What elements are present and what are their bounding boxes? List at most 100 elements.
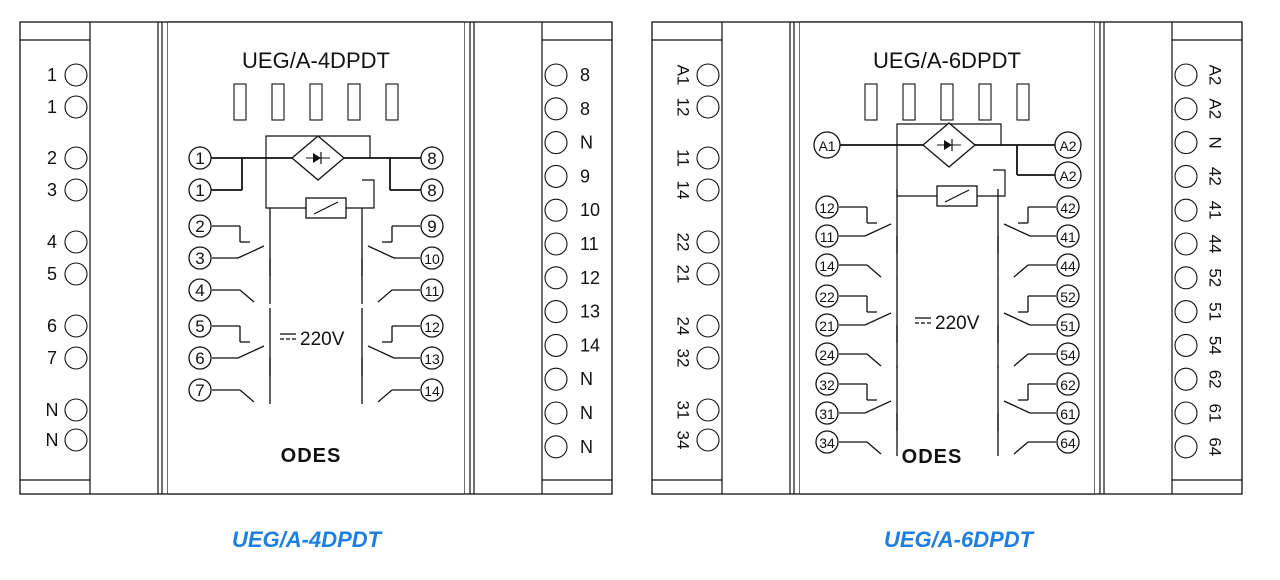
- center-panel: [800, 22, 1094, 494]
- relay-4dpdt-diagram: 11234567NN88N91011121314NNNUEG/A-4DPDT11…: [19, 21, 613, 495]
- pin-label: 8: [427, 149, 436, 168]
- coil-frame: [265, 158, 375, 209]
- pin-label: 32: [819, 377, 835, 393]
- pin-circle: [1056, 195, 1080, 219]
- pin-label: 31: [819, 406, 835, 422]
- pin-label: 34: [819, 435, 835, 451]
- coil-diagonal: [944, 189, 970, 203]
- contact-blade: [864, 312, 892, 326]
- terminal-label: 4: [47, 232, 57, 252]
- terminal-hole: [1174, 401, 1198, 425]
- pin-circle: [420, 314, 444, 338]
- pin-label: 1: [195, 149, 204, 168]
- terminal-label: 13: [580, 302, 600, 322]
- contact-blade: [237, 345, 265, 359]
- terminal-hole: [696, 262, 720, 286]
- pin-circle: [420, 246, 444, 270]
- pin-label: 11: [820, 229, 835, 245]
- terminal-hole: [696, 63, 720, 87]
- pin-circle: [815, 224, 839, 248]
- terminal-hole: [544, 401, 568, 425]
- voltage-label: 220V: [300, 329, 345, 350]
- terminal-label: 1: [47, 97, 57, 117]
- terminal-label: 22: [674, 233, 693, 252]
- terminal-hole: [544, 333, 568, 357]
- pin-circle: [420, 278, 444, 302]
- wire: [866, 441, 882, 455]
- terminal-hole: [696, 230, 720, 254]
- terminal-label: 2: [47, 148, 57, 168]
- terminal-label: 44: [1206, 235, 1225, 254]
- pin-label: 9: [427, 217, 436, 236]
- relay-diagrams: 11234567NN88N91011121314NNNUEG/A-4DPDT11…: [19, 21, 1243, 495]
- terminal-label: 62: [1206, 370, 1225, 389]
- contact-blade: [367, 345, 395, 359]
- terminal-hole: [544, 131, 568, 155]
- terminal-hole: [64, 230, 88, 254]
- wire: [239, 289, 255, 303]
- pin-circle: [188, 346, 212, 370]
- pin-label: 2: [195, 217, 204, 236]
- wire: [377, 289, 393, 303]
- pin-label: 1: [195, 181, 204, 200]
- terminal-hole: [696, 314, 720, 338]
- terminal-hole: [64, 314, 88, 338]
- indicator-slot: [233, 83, 247, 121]
- terminal-hole: [64, 95, 88, 119]
- terminal-hole: [544, 367, 568, 391]
- terminal-hole: [1174, 300, 1198, 324]
- indicator-slot: [385, 83, 399, 121]
- terminal-hole: [544, 266, 568, 290]
- terminal-label: 11: [674, 149, 693, 167]
- terminal-label: N: [580, 403, 593, 423]
- pin-circle: [188, 378, 212, 402]
- terminal-label: 8: [580, 65, 590, 85]
- indicator-slot: [271, 83, 285, 121]
- pin-circle: [815, 313, 839, 337]
- pin-circle: [420, 214, 444, 238]
- contact-blade: [1003, 400, 1031, 414]
- pin-label: 7: [195, 381, 204, 400]
- pin-label: 62: [1060, 377, 1076, 393]
- terminal-hole: [64, 346, 88, 370]
- terminal-label: N: [580, 369, 593, 389]
- pin-circle: [188, 214, 212, 238]
- terminal-hole: [64, 398, 88, 422]
- terminal-label: 1: [47, 65, 57, 85]
- terminal-label: N: [1206, 136, 1225, 148]
- indicator-slot: [309, 83, 323, 121]
- pin-label: 12: [424, 319, 440, 335]
- pin-label: 12: [819, 200, 835, 216]
- pin-label: 44: [1060, 258, 1076, 274]
- pin-circle: [1056, 284, 1080, 308]
- terminal-hole: [64, 428, 88, 452]
- terminal-hole: [1174, 131, 1198, 155]
- terminal-label: 54: [1206, 336, 1225, 355]
- indicator-slot: [864, 83, 878, 121]
- terminal-hole: [696, 346, 720, 370]
- terminal-hole: [64, 262, 88, 286]
- terminal-hole: [696, 428, 720, 452]
- pin-label: 51: [1060, 318, 1076, 334]
- contact-blade: [237, 245, 265, 259]
- indicator-slot: [1016, 83, 1030, 121]
- terminal-hole: [1174, 435, 1198, 459]
- contact-blade: [1003, 312, 1031, 326]
- pin-label: 5: [195, 317, 204, 336]
- pin-label: 54: [1060, 347, 1076, 363]
- terminal-label: N: [46, 400, 59, 420]
- contact-blade: [864, 400, 892, 414]
- pin-label: 61: [1060, 406, 1076, 422]
- coil-diagonal: [313, 201, 339, 215]
- pin-circle: [815, 430, 839, 454]
- caption-6dpdt: UEG/A-6DPDT: [884, 527, 1034, 552]
- pin-label: 11: [425, 283, 440, 299]
- terminal-hole: [544, 435, 568, 459]
- terminal-hole: [1174, 164, 1198, 188]
- pin-circle: [815, 253, 839, 277]
- pin-label: A2: [1059, 168, 1076, 184]
- terminal-hole: [1174, 232, 1198, 256]
- relay-title: UEG/A-6DPDT: [873, 48, 1021, 73]
- terminal-hole: [696, 146, 720, 170]
- terminal-hole: [1174, 333, 1198, 357]
